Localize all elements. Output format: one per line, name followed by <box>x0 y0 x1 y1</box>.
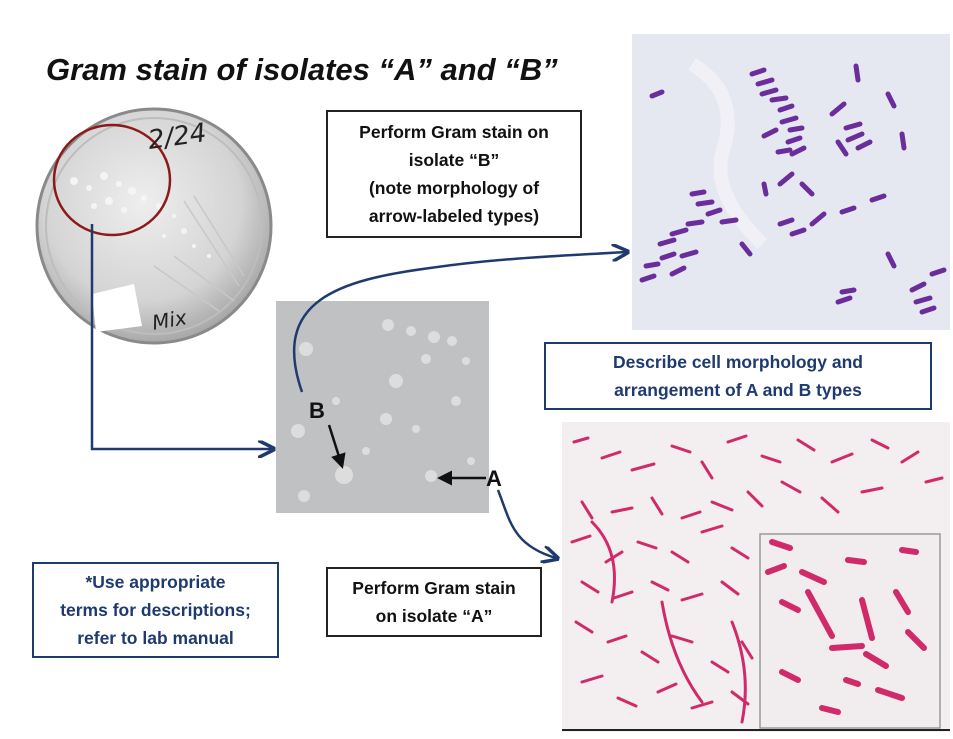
instruction-box-describe: Describe cell morphology and arrangement… <box>544 342 932 410</box>
instruction-line: Describe cell morphology and <box>613 352 863 372</box>
arrow-a-to-micrograph <box>496 489 556 558</box>
instruction-line: arrangement of A and B types <box>614 380 862 400</box>
note-line: *Use appropriate <box>85 572 226 592</box>
instruction-line: Perform Gram stain <box>352 578 516 598</box>
instruction-line: on isolate “A” <box>375 606 493 626</box>
colony-closeup-image <box>276 301 489 513</box>
note-line: refer to lab manual <box>77 628 234 648</box>
page-title: Gram stain of isolates “A” and “B” <box>46 52 558 87</box>
instruction-box-isolate-a: Perform Gram stain on isolate “A” <box>326 567 542 637</box>
instruction-box-isolate-b: Perform Gram stain on isolate “B” (note … <box>326 110 582 238</box>
label-a: A <box>486 466 502 491</box>
label-b: B <box>309 398 325 423</box>
instruction-line: isolate “B” <box>408 150 500 170</box>
instruction-line: (note morphology of <box>368 178 540 198</box>
instruction-line: arrow-labeled types) <box>368 206 540 226</box>
note-line: terms for descriptions; <box>60 600 251 620</box>
micrograph-isolate-a <box>562 422 950 732</box>
note-box: *Use appropriate terms for descriptions;… <box>32 562 279 658</box>
micrograph-isolate-b <box>632 34 950 330</box>
instruction-line: Perform Gram stain on <box>359 122 549 142</box>
